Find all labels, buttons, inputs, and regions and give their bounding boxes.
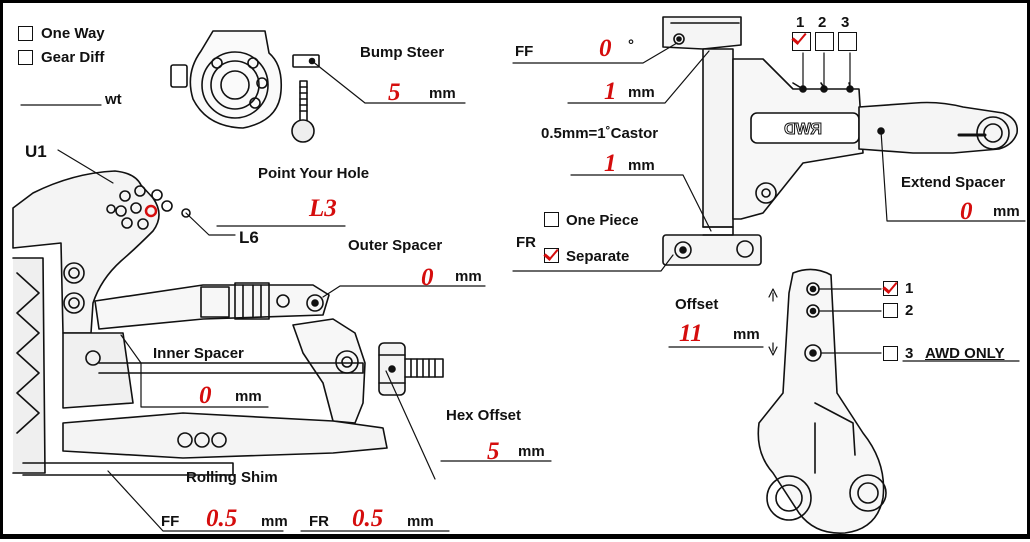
bump-steer-knuckle-drawing xyxy=(170,30,320,143)
gear-diff-checkbox[interactable] xyxy=(18,50,33,65)
l6-label: L6 xyxy=(239,228,259,247)
ackermann-hole-2-checkbox[interactable] xyxy=(815,32,834,51)
outer-spacer-label: Outer Spacer xyxy=(348,237,443,254)
offset-2-label: 2 xyxy=(905,302,914,319)
shock-tower-drawing xyxy=(12,170,191,474)
one-way-checkbox[interactable] xyxy=(18,26,33,41)
ff-caster-value[interactable]: 0 xyxy=(599,35,612,62)
rolling-shim-fr-label: FR xyxy=(309,513,329,530)
rolling-shim-fr-value[interactable]: 0.5 xyxy=(352,505,384,532)
bump-steer-label: Bump Steer xyxy=(360,44,445,61)
ackermann-hole-1-checkbox[interactable] xyxy=(792,32,811,51)
offset-value[interactable]: 11 xyxy=(679,320,703,347)
gear-diff-label: Gear Diff xyxy=(41,49,105,66)
offset-plate-drawing xyxy=(757,268,887,534)
rwd-logo: RWD xyxy=(784,121,822,138)
inner-spacer-value[interactable]: 0 xyxy=(199,382,212,409)
caster-block-drawing xyxy=(662,16,1019,266)
upper-arm-drawing xyxy=(94,282,330,330)
offset-1-checkbox[interactable] xyxy=(883,281,898,296)
ackermann-hole-2-label: 2 xyxy=(818,14,827,31)
lower-caster-unit: mm xyxy=(628,157,655,174)
inner-spacer-unit: mm xyxy=(235,388,262,405)
ackermann-hole-3-label: 3 xyxy=(841,14,850,31)
castor-note: 0.5mm=1˚Castor xyxy=(541,125,659,142)
point-your-hole-value[interactable]: L3 xyxy=(309,195,337,222)
separate-checkbox[interactable] xyxy=(544,248,559,263)
offset-3-label: 3 xyxy=(905,345,914,362)
suspension-illustration: RWD xyxy=(12,16,1026,534)
hex-offset-unit: mm xyxy=(518,443,545,460)
inner-spacer-label: Inner Spacer xyxy=(153,345,244,362)
offset-3-checkbox[interactable] xyxy=(883,346,898,361)
rolling-shim-fr-unit: mm xyxy=(407,513,434,530)
hex-offset-value[interactable]: 5 xyxy=(487,438,500,465)
setup-sheet: RWD One Way Gear Diff wt Bump Steer 5 mm… xyxy=(3,3,1027,536)
hex-offset-label: Hex Offset xyxy=(446,407,522,424)
weight-unit-label: wt xyxy=(105,91,122,108)
ackermann-hole-3-checkbox[interactable] xyxy=(838,32,857,51)
bump-steer-unit: mm xyxy=(429,85,456,102)
lower-caster-value[interactable]: 1 xyxy=(604,150,617,177)
extend-spacer-unit: mm xyxy=(993,203,1020,220)
lower-arm-drawing xyxy=(22,332,388,476)
rolling-shim-ff-label: FF xyxy=(161,513,180,530)
point-your-hole-label: Point Your Hole xyxy=(258,165,370,182)
rolling-shim-ff-value[interactable]: 0.5 xyxy=(206,505,238,532)
fr-block-label: FR xyxy=(516,234,536,251)
ackermann-hole-1-label: 1 xyxy=(796,14,805,31)
u1-label: U1 xyxy=(25,142,47,161)
offset-unit: mm xyxy=(733,326,760,343)
outer-spacer-unit: mm xyxy=(455,268,482,285)
one-piece-label: One Piece xyxy=(566,212,639,229)
offset-3-note: AWD ONLY xyxy=(925,345,1005,362)
ff-caster-unit: ° xyxy=(628,37,634,54)
one-piece-checkbox[interactable] xyxy=(544,212,559,227)
extend-spacer-value[interactable]: 0 xyxy=(960,198,973,225)
outer-spacer-value[interactable]: 0 xyxy=(421,264,434,291)
offset-1-label: 1 xyxy=(905,280,914,297)
extend-spacer-label: Extend Spacer xyxy=(901,174,1006,191)
knuckle-hub-drawing xyxy=(292,318,444,424)
rolling-shim-ff-unit: mm xyxy=(261,513,288,530)
upper-caster-value[interactable]: 1 xyxy=(604,78,617,105)
bump-steer-value[interactable]: 5 xyxy=(388,79,401,106)
upper-caster-unit: mm xyxy=(628,84,655,101)
offset-2-checkbox[interactable] xyxy=(883,303,898,318)
ff-caster-label: FF xyxy=(515,43,534,60)
separate-label: Separate xyxy=(566,248,630,265)
rolling-shim-label: Rolling Shim xyxy=(186,469,278,486)
offset-label: Offset xyxy=(675,296,719,313)
one-way-label: One Way xyxy=(41,25,105,42)
